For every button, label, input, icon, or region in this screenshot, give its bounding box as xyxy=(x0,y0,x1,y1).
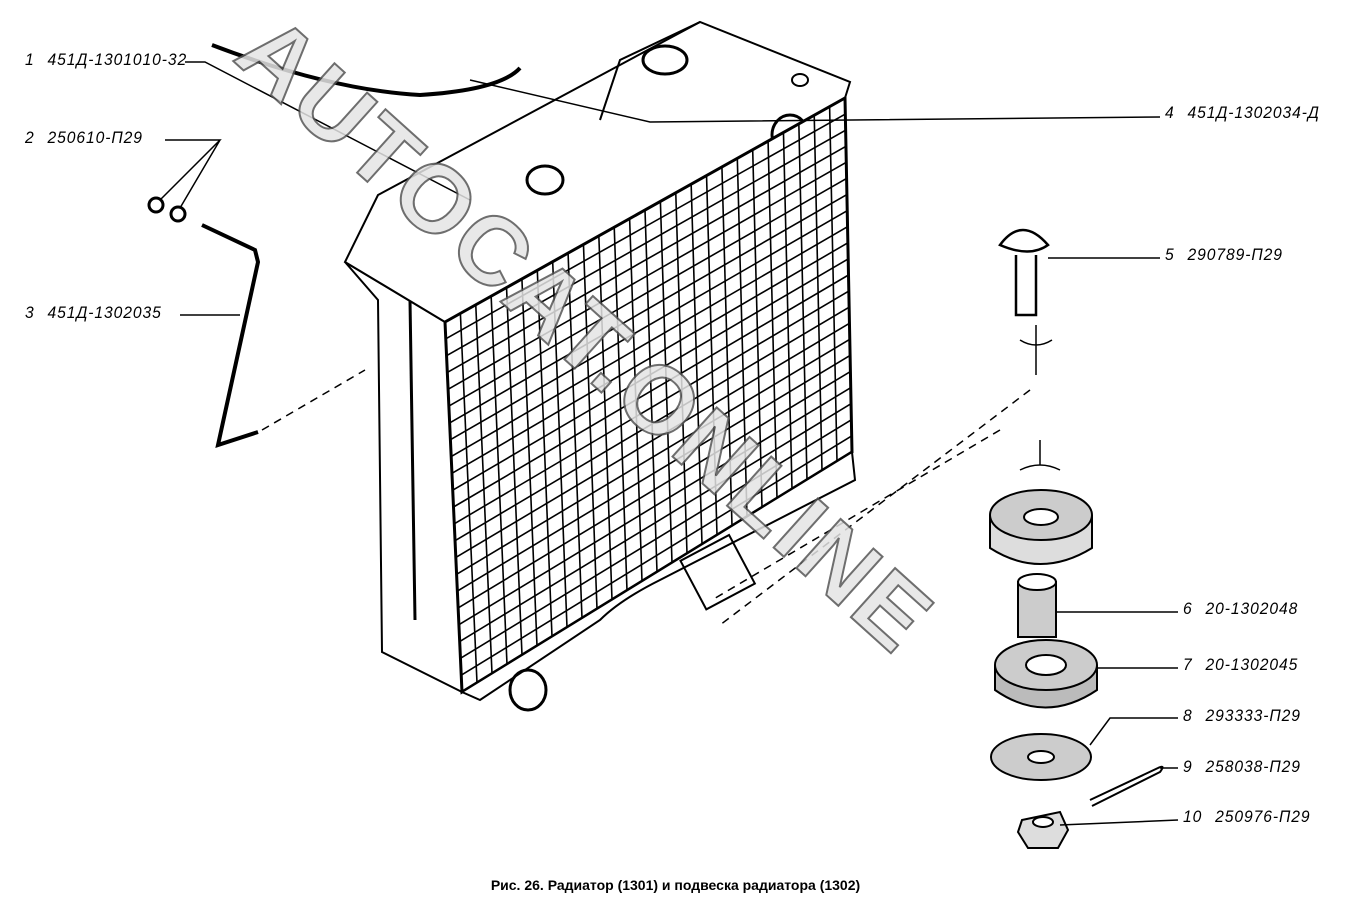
core-grid-line xyxy=(447,161,847,390)
core-grid-line xyxy=(456,354,851,592)
cotter-pin xyxy=(1089,765,1164,807)
support-rod xyxy=(201,223,261,448)
core-grid-line xyxy=(453,274,849,508)
core-grid-line xyxy=(446,129,847,357)
bolt xyxy=(998,228,1050,317)
leader-lines xyxy=(159,61,1179,826)
core-grid-line xyxy=(457,370,851,609)
core-grid-line xyxy=(450,209,848,441)
core-grid-line xyxy=(455,322,850,559)
core-grid-line xyxy=(446,145,847,374)
nut xyxy=(147,196,165,214)
core-grid-line xyxy=(448,177,847,407)
core-grid-line xyxy=(449,193,848,424)
nut xyxy=(169,205,187,223)
core-grid-line xyxy=(450,226,848,458)
radiator-bottom-tank xyxy=(459,450,857,702)
core-grid-line xyxy=(451,242,849,475)
core-grid-line xyxy=(460,435,853,676)
core-grid-line xyxy=(445,113,846,340)
figure-caption: Рис. 26. Радиатор (1301) и подвеска ради… xyxy=(490,877,861,893)
rubber-cushion xyxy=(989,489,1093,565)
outlet-pipe xyxy=(508,668,548,712)
core-grid-line xyxy=(459,403,852,643)
core-grid-line xyxy=(452,258,849,491)
washer xyxy=(990,733,1092,781)
core-grid-line xyxy=(460,419,852,660)
filler-neck xyxy=(641,44,689,76)
core-grid-line xyxy=(453,290,850,525)
core-grid-line xyxy=(456,338,851,575)
core-grid-line xyxy=(458,386,852,626)
sleeve xyxy=(1017,573,1057,638)
castle-nut xyxy=(1016,810,1070,849)
core-grid-line xyxy=(454,306,850,542)
rubber-cushion-lower xyxy=(994,639,1098,709)
radiator-core-grid xyxy=(445,106,853,683)
overflow-tube xyxy=(211,43,522,98)
